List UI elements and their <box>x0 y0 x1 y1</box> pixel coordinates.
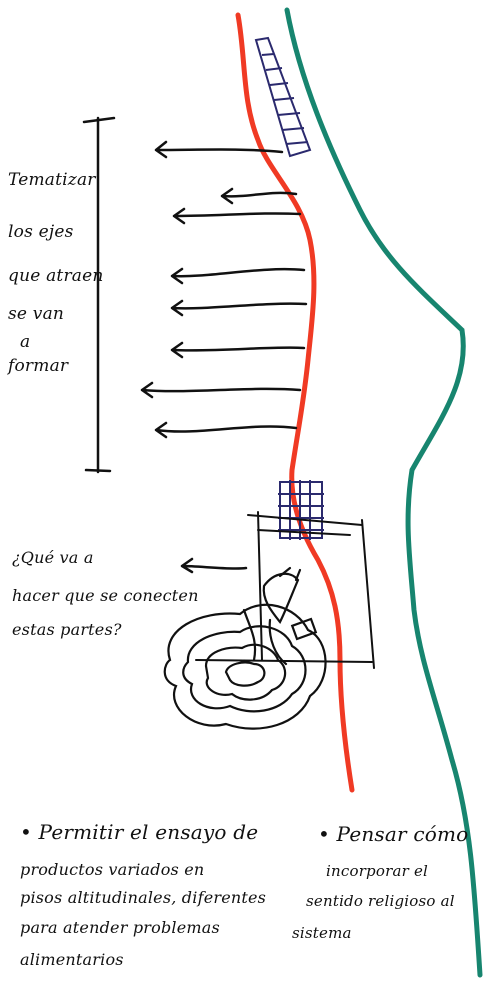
arrow-left-icon <box>156 423 296 437</box>
side-note-line: Tematizar <box>8 170 96 190</box>
question-line: ¿Qué va a <box>12 548 94 567</box>
note-left-line: para atender problemas <box>20 918 220 937</box>
note-right-line: incorporar el <box>326 862 428 880</box>
side-note-line: formar <box>8 356 68 376</box>
red-river-line <box>238 15 352 790</box>
hatched-parcel-top <box>256 38 310 156</box>
question-line: hacer que se conecten <box>12 586 199 605</box>
side-note-line: los ejes <box>8 222 74 242</box>
question-arrow <box>182 559 246 572</box>
note-left-line: • Permitir el ensayo de <box>20 820 258 844</box>
arrow-left-icon <box>172 301 306 315</box>
note-left-line: pisos altitudinales, diferentes <box>20 888 266 907</box>
axis-arrows <box>142 142 306 437</box>
arrow-left-icon <box>174 209 300 223</box>
question-line: estas partes? <box>12 620 122 639</box>
note-right-line: sentido religioso al <box>306 892 455 910</box>
note-left-line: alimentarios <box>20 950 124 969</box>
arrow-left-icon <box>172 343 304 357</box>
note-left-line: productos variados en <box>20 860 204 879</box>
note-right-line: sistema <box>292 924 352 942</box>
arrow-left-icon <box>142 383 300 397</box>
side-note-line: que atraen <box>8 266 104 286</box>
note-right-line: • Pensar cómo <box>318 822 468 846</box>
side-note-line: se van <box>8 304 64 324</box>
side-note-line: a <box>20 332 30 352</box>
sketch-frame <box>196 512 374 668</box>
arrow-left-icon <box>172 269 304 283</box>
